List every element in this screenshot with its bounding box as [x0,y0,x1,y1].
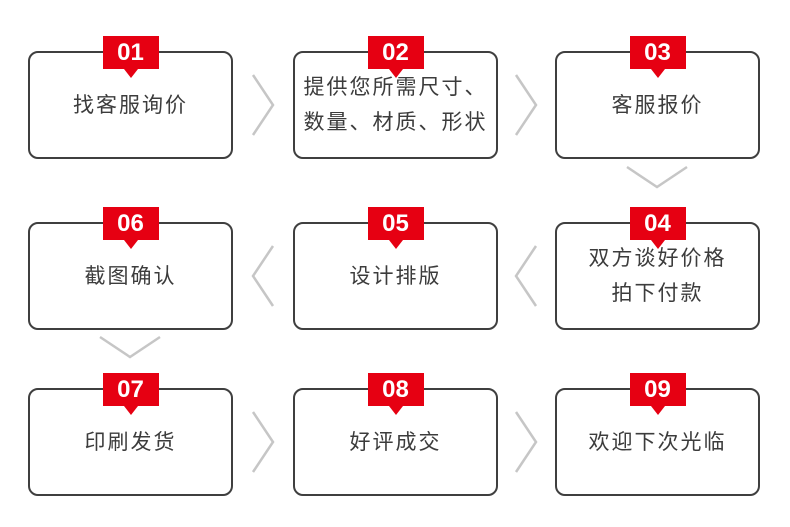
step-number: 06 [117,209,144,237]
chevron-down-icon [626,165,688,189]
step-number: 01 [117,38,144,66]
step-number-badge: 05 [367,207,424,249]
step-label: 截图确认 [85,259,177,294]
step-label-line: 找客服询价 [73,93,188,117]
step-number-badge: 04 [629,207,686,249]
step-box-03: 03 客服报价 [555,36,760,159]
step-box-05: 05 设计排版 [293,207,498,330]
step-label-line: 欢迎下次光临 [588,430,727,454]
step-label-line: 设计排版 [349,264,442,288]
step-number-badge: 07 [102,373,159,415]
badge-tail-pointer [388,406,403,415]
step-label-line: 双方谈好价格 [588,247,727,270]
step-number-badge: 08 [367,373,424,415]
chevron-left-icon [514,245,538,307]
step-number: 09 [644,375,671,403]
step-box-09: 09 欢迎下次光临 [555,373,760,496]
badge-tail-pointer [123,406,138,415]
step-number: 08 [382,375,409,403]
step-box-08: 08 好评成交 [293,373,498,496]
step-label-line: 拍下付款 [611,282,704,305]
step-label-line: 客服报价 [611,93,704,117]
badge-tail-pointer [650,406,665,415]
step-label-line: 好评成交 [349,430,442,454]
chevron-left-icon [251,245,275,307]
step-number: 05 [382,209,409,237]
step-box-06: 06 截图确认 [28,207,233,330]
step-label: 客服报价 [612,88,704,123]
step-label-line: 数量、材质、形状 [303,111,488,134]
badge-tail-pointer [650,240,665,249]
step-label: 好评成交 [350,425,442,460]
step-box-04: 04 双方谈好价格拍下付款 [555,207,760,330]
step-number-badge: 01 [102,36,159,78]
badge-tail-pointer [123,69,138,78]
chevron-right-icon [251,411,275,473]
step-label: 欢迎下次光临 [589,425,727,460]
step-label: 印刷发货 [85,425,177,460]
step-number: 03 [644,38,671,66]
step-box-01: 01 找客服询价 [28,36,233,159]
chevron-down-icon [99,335,161,359]
step-label: 找客服询价 [73,88,188,123]
step-number: 04 [644,209,671,237]
step-label: 提供您所需尺寸、数量、材质、形状 [304,70,488,140]
step-number-badge: 02 [367,36,424,78]
step-label: 双方谈好价格拍下付款 [589,241,727,311]
step-box-02: 02 提供您所需尺寸、数量、材质、形状 [293,36,498,159]
step-number-badge: 09 [629,373,686,415]
step-number: 07 [117,375,144,403]
badge-tail-pointer [650,69,665,78]
step-number: 02 [382,38,409,66]
chevron-right-icon [514,74,538,136]
chevron-right-icon [514,411,538,473]
badge-tail-pointer [388,69,403,78]
step-label-line: 提供您所需尺寸、 [303,76,488,99]
badge-tail-pointer [123,240,138,249]
step-box-07: 07 印刷发货 [28,373,233,496]
step-number-badge: 03 [629,36,686,78]
chevron-right-icon [251,74,275,136]
step-label: 设计排版 [350,259,442,294]
step-number-badge: 06 [102,207,159,249]
badge-tail-pointer [388,240,403,249]
step-label-line: 截图确认 [84,264,177,288]
step-label-line: 印刷发货 [84,430,177,454]
